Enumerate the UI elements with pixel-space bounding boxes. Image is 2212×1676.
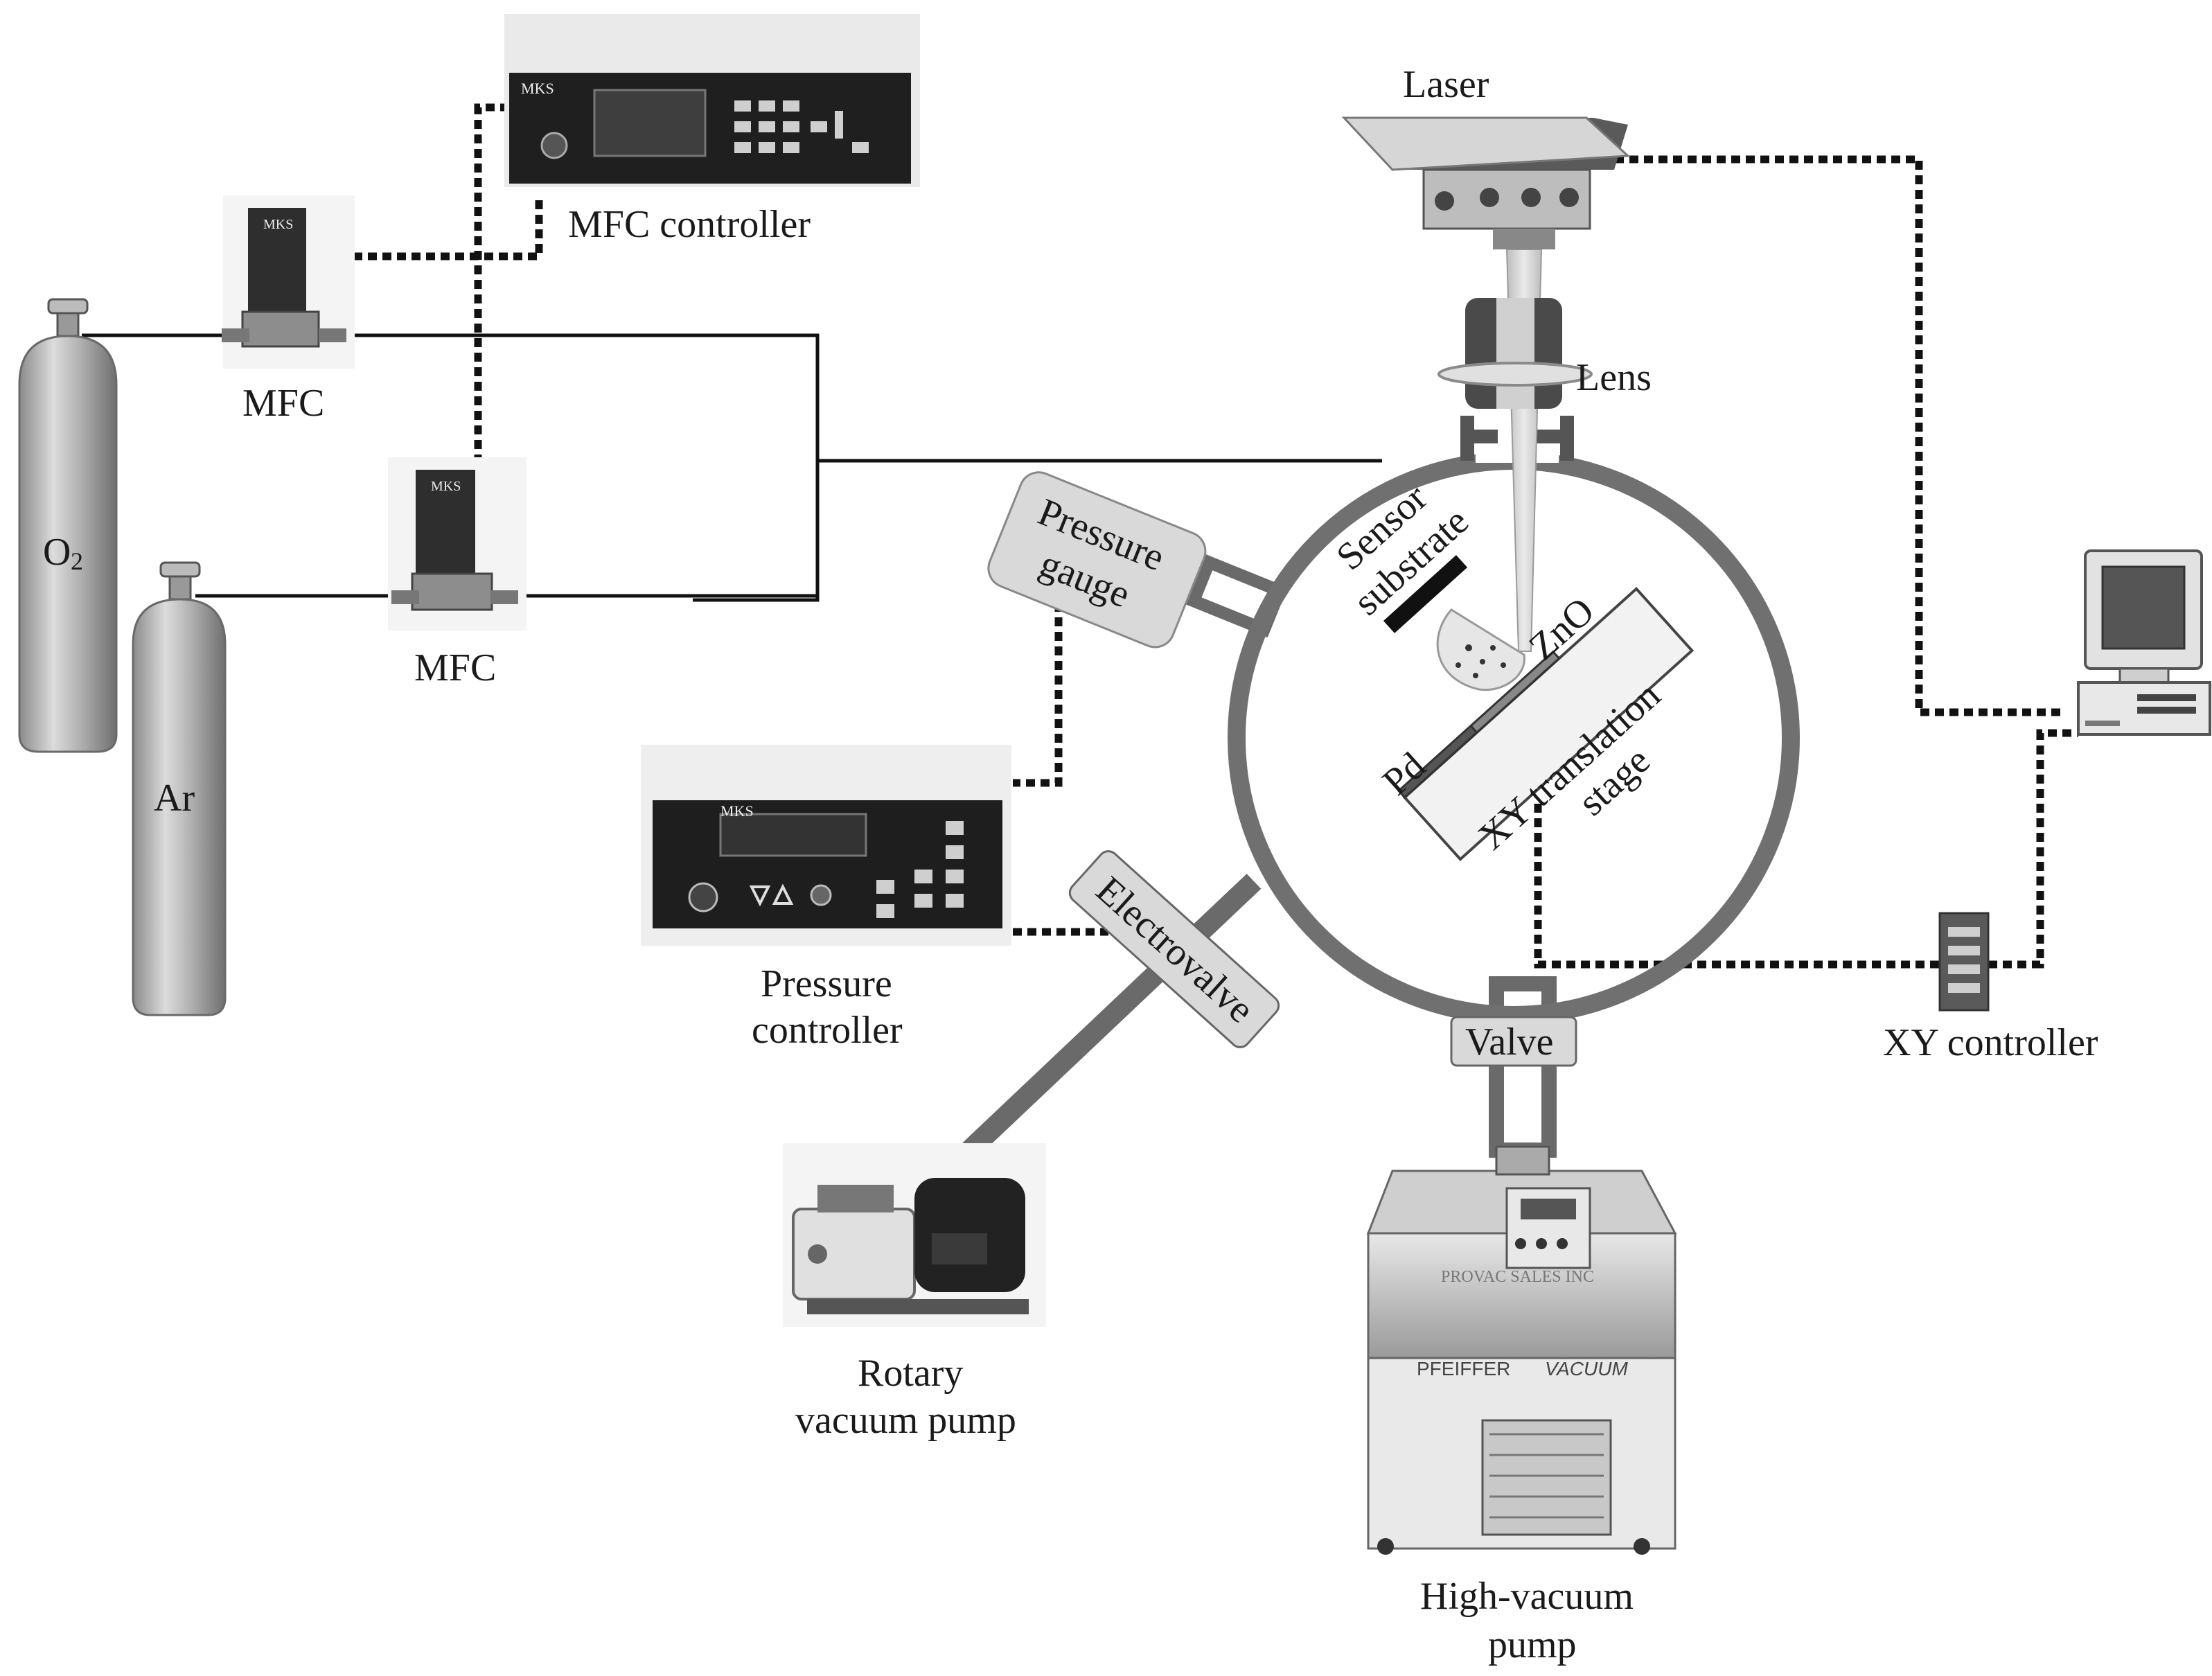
cable-mfc-controller-top bbox=[353, 195, 543, 261]
sensor-substrate bbox=[1383, 555, 1468, 633]
ar-label: Ar bbox=[154, 777, 195, 820]
cable-stage-xy-controller bbox=[1534, 804, 1940, 969]
rotary-pump-label-line2: vacuum pump bbox=[795, 1399, 1016, 1442]
plasma-plume bbox=[1436, 608, 1525, 691]
o2-subscript: 2 bbox=[71, 547, 83, 575]
pressure-controller-label-line1: Pressure bbox=[761, 962, 892, 1005]
o2-label: O bbox=[43, 531, 71, 574]
pressure-gauge: Pressure gauge bbox=[987, 471, 1207, 649]
valve-label: Valve bbox=[1465, 1021, 1554, 1064]
pressure-controller-brand: MKS bbox=[720, 802, 754, 820]
cable-xy-controller-computer bbox=[1988, 729, 2078, 969]
ar-cylinder: Ar bbox=[132, 561, 227, 1016]
xy-controller-label: XY controller bbox=[1883, 1021, 2098, 1064]
high-vacuum-pump-device: PROVAC SALES INC PFEIFFER VACUUM bbox=[1366, 1145, 1677, 1555]
mfc-controller-brand: MKS bbox=[521, 80, 554, 97]
mfc-top-label: MFC bbox=[242, 382, 324, 425]
lens-label: Lens bbox=[1576, 356, 1652, 399]
pressure-controller-device: MKS bbox=[641, 745, 1011, 946]
computer-device bbox=[2077, 549, 2211, 736]
mfc-bottom-brand: MKS bbox=[431, 479, 461, 494]
pump-brand-left: PFEIFFER bbox=[1417, 1358, 1510, 1379]
mfc-controller-label: MFC controller bbox=[568, 203, 811, 246]
control-cables bbox=[353, 103, 2078, 969]
pressure-controller-label-line2: controller bbox=[752, 1009, 903, 1052]
mfc-controller-device: MKS bbox=[504, 14, 920, 187]
laser-device bbox=[1341, 116, 1631, 249]
valve: Valve bbox=[1450, 1016, 1577, 1067]
high-vacuum-pump-label-line2: pump bbox=[1488, 1623, 1577, 1666]
mfc-top-device: MKS bbox=[222, 195, 355, 369]
pump-sticker-text: PROVAC SALES INC bbox=[1441, 1268, 1594, 1286]
cable-pressure-gauge bbox=[1013, 603, 1063, 787]
o2-cylinder: O 2 bbox=[18, 298, 118, 753]
sensor-substrate-label: Sensor substrate bbox=[1328, 476, 1476, 624]
rotary-pump-pipe bbox=[962, 874, 1262, 1158]
mfc-bottom-device: MKS bbox=[388, 457, 527, 630]
mfc-top-brand: MKS bbox=[263, 217, 293, 232]
rotary-pump-label-line1: Rotary bbox=[858, 1352, 963, 1395]
xy-controller-device bbox=[1938, 912, 1990, 1012]
laser-label: Laser bbox=[1403, 63, 1489, 106]
cable-mfc-controller-bottom bbox=[474, 103, 509, 471]
mfc-bottom-label: MFC bbox=[414, 646, 496, 689]
xy-translation-stage bbox=[1397, 587, 1695, 861]
rotary-vacuum-pump-device bbox=[783, 1143, 1046, 1327]
pump-brand-right: VACUUM bbox=[1545, 1358, 1628, 1379]
lens bbox=[1437, 298, 1593, 409]
high-vacuum-pump-label-line1: High-vacuum bbox=[1420, 1575, 1634, 1618]
o2-gas-line bbox=[82, 333, 820, 602]
pd-film bbox=[1397, 724, 1478, 800]
